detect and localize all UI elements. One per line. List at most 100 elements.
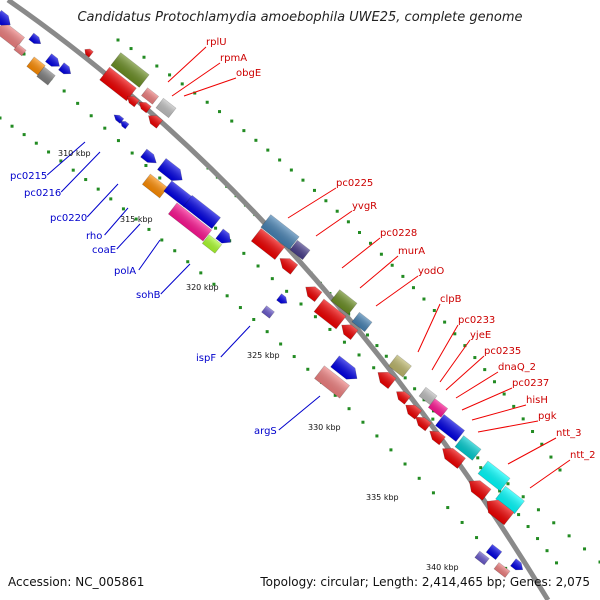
tick-dot bbox=[552, 521, 556, 525]
tick-dot bbox=[155, 64, 159, 68]
tick-dot bbox=[0, 116, 2, 120]
tick-dot bbox=[502, 392, 506, 396]
gene-feature bbox=[485, 543, 503, 561]
leader-line bbox=[455, 371, 499, 399]
tick-dot bbox=[401, 274, 405, 278]
tick-dot bbox=[103, 126, 107, 130]
position-tick-label: 320 kbp bbox=[186, 283, 219, 292]
gene-feature bbox=[377, 371, 397, 390]
gene-feature bbox=[120, 121, 130, 130]
gene-label-yjee: yjeE bbox=[470, 330, 491, 341]
tick-dot bbox=[403, 376, 407, 380]
tick-dot bbox=[598, 560, 600, 564]
tick-dot bbox=[116, 139, 120, 143]
tick-dot bbox=[292, 355, 296, 359]
position-tick-label: 335 kbp bbox=[366, 493, 399, 502]
leader-line bbox=[116, 223, 141, 250]
leader-line bbox=[60, 151, 101, 193]
tick-dot bbox=[242, 251, 246, 255]
leader-line bbox=[359, 255, 399, 289]
gene-label-ntt_2: ntt_2 bbox=[570, 450, 596, 461]
tick-dot bbox=[147, 227, 151, 231]
genome-summary-text: Topology: circular; Length: 2,414,465 bp… bbox=[260, 575, 590, 589]
gene-feature bbox=[289, 239, 311, 261]
leader-line bbox=[287, 187, 337, 219]
tick-dot bbox=[84, 178, 88, 182]
gene-feature bbox=[468, 480, 492, 501]
tick-dot bbox=[256, 264, 260, 268]
tick-dot bbox=[299, 302, 303, 306]
gene-feature bbox=[126, 95, 140, 108]
gene-label-pc0235: pc0235 bbox=[484, 346, 521, 357]
tick-dot bbox=[252, 318, 256, 321]
tick-dot bbox=[417, 476, 421, 480]
tick-dot bbox=[375, 434, 379, 438]
gene-label-yodo: yodO bbox=[418, 266, 444, 277]
gene-feature bbox=[28, 32, 42, 45]
tick-dot bbox=[142, 55, 146, 59]
gene-feature bbox=[330, 355, 358, 380]
gene-features bbox=[0, 9, 525, 578]
gene-feature bbox=[305, 286, 323, 303]
tick-dot bbox=[403, 462, 407, 466]
gene-label-clpb: clpB bbox=[440, 294, 462, 305]
tick-dot bbox=[390, 263, 394, 267]
gene-feature bbox=[260, 214, 300, 250]
tick-dot bbox=[379, 252, 383, 256]
tick-dot bbox=[270, 277, 274, 281]
leader-line bbox=[171, 62, 221, 97]
tick-dot bbox=[129, 47, 133, 51]
gene-feature bbox=[495, 485, 525, 515]
tick-dot bbox=[144, 164, 148, 168]
gene-feature bbox=[138, 101, 152, 114]
tick-dot bbox=[476, 456, 480, 460]
gene-feature bbox=[261, 305, 275, 319]
gene-feature bbox=[486, 499, 515, 526]
leader-line bbox=[278, 395, 321, 431]
tick-dot bbox=[186, 260, 190, 264]
gene-feature bbox=[427, 398, 449, 418]
tick-dot bbox=[583, 547, 587, 551]
gene-feature bbox=[279, 258, 299, 275]
tick-dot bbox=[89, 114, 93, 118]
tick-dot bbox=[492, 380, 496, 384]
tick-dot bbox=[180, 82, 184, 86]
gene-feature bbox=[418, 386, 438, 406]
tick-dot bbox=[375, 344, 379, 348]
gene-feature bbox=[314, 365, 350, 399]
tick-dot bbox=[47, 150, 51, 154]
tick-dot bbox=[266, 148, 270, 152]
gene-feature bbox=[250, 228, 286, 260]
gene-label-yvgr: yvgR bbox=[352, 201, 377, 212]
tick-dot bbox=[265, 330, 269, 334]
tick-dot bbox=[411, 286, 415, 290]
tick-dot bbox=[328, 327, 332, 331]
gene-feature bbox=[215, 228, 231, 244]
gene-feature bbox=[113, 114, 125, 124]
gene-feature bbox=[276, 293, 288, 304]
tick-dot bbox=[506, 482, 510, 486]
tick-dot bbox=[335, 209, 339, 213]
tick-dot bbox=[475, 536, 479, 540]
gene-feature bbox=[0, 9, 11, 26]
leader-line bbox=[167, 46, 207, 83]
tick-dot bbox=[134, 217, 138, 221]
position-tick-label: 315 kbp bbox=[120, 215, 153, 224]
position-tick-label: 340 kbp bbox=[426, 563, 459, 572]
tick-dot bbox=[526, 525, 530, 529]
gene-label-pc0216: pc0216 bbox=[24, 188, 61, 199]
tick-dot bbox=[431, 417, 435, 421]
tick-dot bbox=[193, 91, 197, 95]
gene-feature bbox=[140, 87, 160, 105]
gene-feature bbox=[442, 448, 466, 469]
tick-dot bbox=[342, 340, 346, 344]
gene-label-pc0233: pc0233 bbox=[458, 315, 495, 326]
tick-dot bbox=[358, 231, 361, 234]
gene-label-dnaq_2: dnaQ_2 bbox=[498, 362, 536, 373]
gene-label-rplu: rplU bbox=[206, 37, 227, 48]
leader-line bbox=[477, 420, 539, 433]
leader-line bbox=[529, 459, 571, 489]
gene-label-pc0228: pc0228 bbox=[380, 228, 417, 239]
